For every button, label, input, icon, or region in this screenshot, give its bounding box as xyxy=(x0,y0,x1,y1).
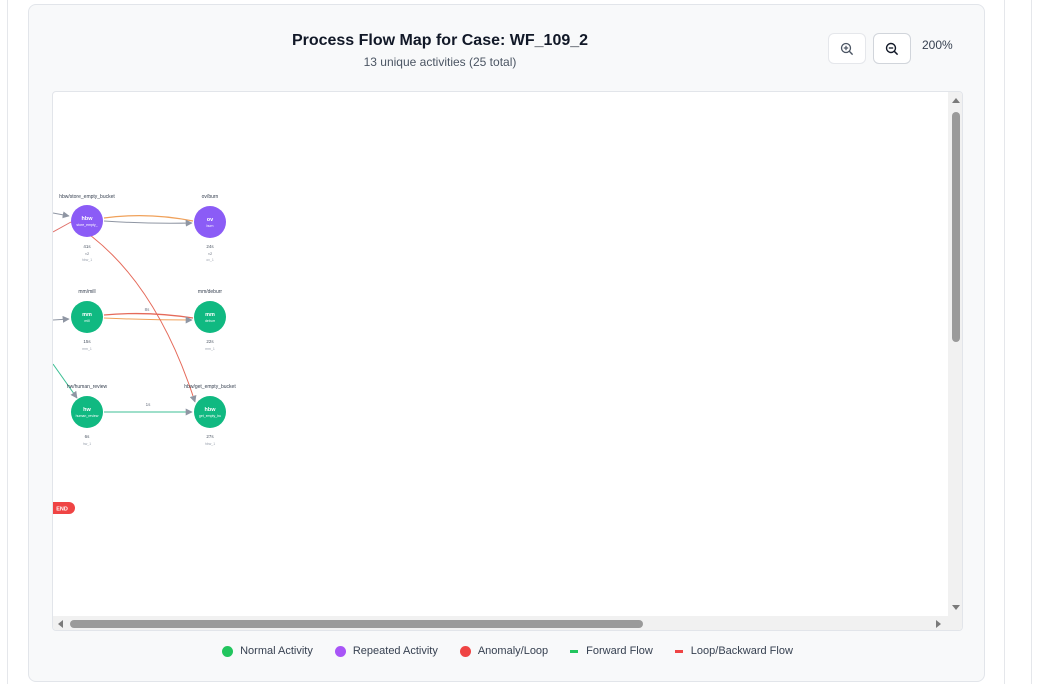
svg-text:hbw: hbw xyxy=(82,216,94,222)
legend-item-anomaly: Anomaly/Loop xyxy=(459,645,549,657)
loop-flow-line-icon xyxy=(674,649,683,653)
svg-text:×2: ×2 xyxy=(85,251,90,256)
legend-item-forward: Forward Flow xyxy=(570,645,653,657)
scroll-right-arrow-icon[interactable] xyxy=(936,620,941,628)
activity-summary: 13 unique activities (25 total) xyxy=(363,55,517,69)
node-hbw-store-empty-bucket[interactable]: hbw/store_empty_bucket hbw store_empty_ … xyxy=(59,194,115,262)
svg-text:mm/deburr: mm/deburr xyxy=(198,289,223,295)
edge-loop-incoming xyxy=(53,221,72,233)
svg-text:mm_1: mm_1 xyxy=(82,347,92,351)
normal-activity-dot-icon xyxy=(222,645,234,657)
svg-text:ov/burn: ov/burn xyxy=(202,194,219,200)
legend: Normal Activity Repeated Activity Anomal… xyxy=(29,645,986,657)
svg-text:×2: ×2 xyxy=(208,251,213,256)
svg-text:hbw: hbw xyxy=(205,407,217,413)
scroll-left-arrow-icon[interactable] xyxy=(58,620,63,628)
left-pane-edge xyxy=(0,0,8,684)
svg-text:6s: 6s xyxy=(85,434,91,439)
scrollbar-corner xyxy=(948,616,962,630)
svg-text:15s: 15s xyxy=(83,339,91,344)
vertical-scroll-thumb[interactable] xyxy=(952,112,960,342)
edge-mill-deburr-b xyxy=(103,316,193,324)
vertical-scrollbar[interactable] xyxy=(948,92,962,616)
node-hbw-get-empty-bucket[interactable]: hbw/get_empty_bucket hbw get_empty_bu 27… xyxy=(184,384,236,446)
zoom-out-icon xyxy=(885,42,899,55)
zoom-out-button[interactable] xyxy=(873,33,911,64)
edge-mill-deburr-a xyxy=(103,312,194,319)
svg-text:mm: mm xyxy=(82,312,92,318)
svg-text:22s: 22s xyxy=(206,339,214,344)
legend-label: Forward Flow xyxy=(586,645,653,657)
flow-graph: 8s 1s hbw/store_empty_bucket hbw store_e… xyxy=(53,194,236,514)
legend-label: Loop/Backward Flow xyxy=(690,645,793,657)
svg-text:41s: 41s xyxy=(83,244,91,249)
edge-hbw-ov-b xyxy=(103,219,193,227)
edge-incoming-hbw xyxy=(53,211,70,219)
svg-text:END: END xyxy=(56,507,68,513)
node-ov-burn[interactable]: ov/burn ov burn 24s ×2 ov_1 xyxy=(194,194,226,262)
zoom-level: 200% xyxy=(922,38,953,52)
svg-text:mm/mill: mm/mill xyxy=(78,289,95,295)
node-mm-mill[interactable]: mm/mill mm mill 15s mm_1 xyxy=(71,289,103,351)
flow-canvas[interactable]: 8s 1s hbw/store_empty_bucket hbw store_e… xyxy=(52,91,963,631)
zoom-in-button[interactable] xyxy=(828,33,866,64)
horizontal-scroll-thumb[interactable] xyxy=(70,620,643,628)
svg-text:burn: burn xyxy=(206,224,213,228)
svg-text:hbw_1: hbw_1 xyxy=(82,258,92,262)
node-hw-human-review[interactable]: hw/human_review hw human_review 6s hw_1 xyxy=(67,384,108,446)
page-title: Process Flow Map for Case: WF_109_2 xyxy=(291,32,589,49)
scroll-up-arrow-icon[interactable] xyxy=(952,98,960,103)
legend-label: Anomaly/Loop xyxy=(477,645,549,657)
svg-text:hbw/store_empty_bucket: hbw/store_empty_bucket xyxy=(59,194,115,200)
right-pane-edge xyxy=(1004,0,1032,684)
svg-text:ov_1: ov_1 xyxy=(206,258,214,262)
legend-item-loop: Loop/Backward Flow xyxy=(674,645,793,657)
legend-label: Repeated Activity xyxy=(352,645,438,657)
svg-text:mm_1: mm_1 xyxy=(205,347,215,351)
edge-label: 8s xyxy=(145,307,151,312)
svg-text:hbw_1: hbw_1 xyxy=(205,442,215,446)
svg-text:24s: 24s xyxy=(206,244,214,249)
anomaly-dot-icon xyxy=(459,645,471,657)
svg-text:mm: mm xyxy=(205,312,215,318)
svg-text:ov: ov xyxy=(207,217,214,223)
edge-incoming-mm xyxy=(53,315,70,323)
svg-text:get_empty_bu: get_empty_bu xyxy=(199,414,221,418)
node-mm-deburr[interactable]: mm/deburr mm deburr 22s mm_1 xyxy=(194,289,226,351)
svg-text:human_review: human_review xyxy=(76,414,99,418)
svg-text:hbw/get_empty_bucket: hbw/get_empty_bucket xyxy=(184,384,236,390)
svg-text:hw/human_review: hw/human_review xyxy=(67,384,108,390)
horizontal-scrollbar[interactable] xyxy=(53,616,948,630)
svg-text:store_empty_: store_empty_ xyxy=(76,223,97,227)
edge-incoming-hw xyxy=(53,363,78,399)
legend-item-normal: Normal Activity xyxy=(222,645,313,657)
edge-hbw-ov-a xyxy=(103,214,194,222)
forward-flow-line-icon xyxy=(570,649,579,653)
svg-text:27s: 27s xyxy=(206,434,214,439)
edge-label: 1s xyxy=(146,402,152,407)
svg-text:mill: mill xyxy=(84,319,89,323)
scroll-down-arrow-icon[interactable] xyxy=(952,605,960,610)
process-flow-panel: Process Flow Map for Case: WF_109_2 13 u… xyxy=(28,4,985,682)
svg-text:hw_1: hw_1 xyxy=(83,442,91,446)
repeated-activity-dot-icon xyxy=(334,645,346,657)
svg-text:deburr: deburr xyxy=(205,319,216,323)
legend-item-repeated: Repeated Activity xyxy=(334,645,438,657)
end-node[interactable]: END xyxy=(53,502,75,514)
zoom-in-icon xyxy=(840,42,854,55)
svg-text:hw: hw xyxy=(83,407,91,413)
legend-label: Normal Activity xyxy=(240,645,313,657)
